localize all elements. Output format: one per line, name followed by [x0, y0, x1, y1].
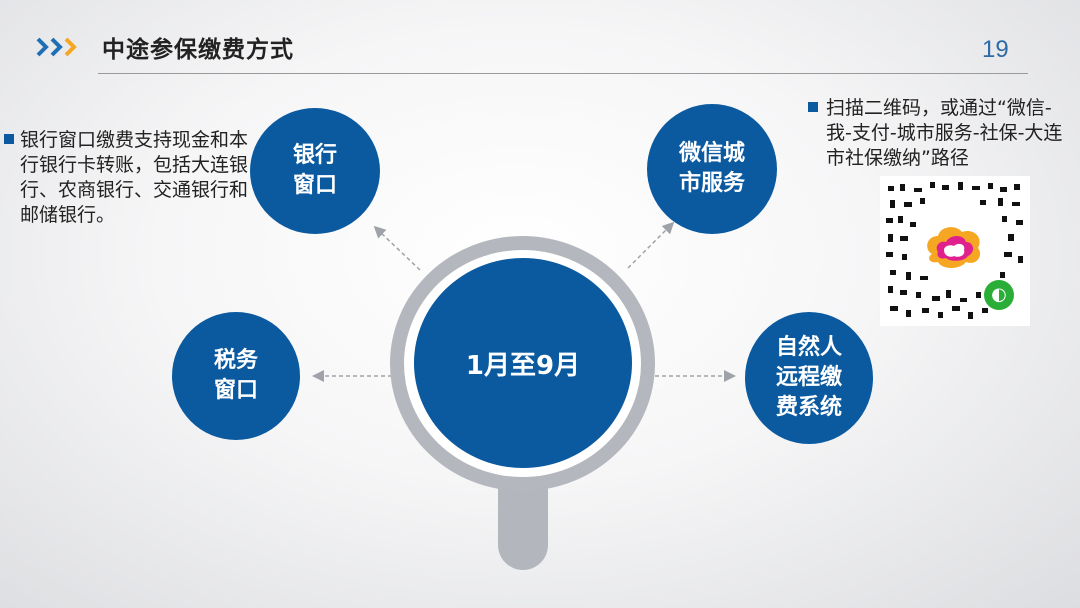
arrow-to-wechat	[627, 221, 675, 269]
page-title: 中途参保缴费方式	[102, 37, 294, 63]
wechat-mini-program-icon: ◐	[984, 280, 1014, 310]
wechat-note: 扫描二维码，或通过“微信-我-支付-城市服务-社保-大连市社保缴纳”路径	[826, 97, 1063, 169]
header-divider	[98, 73, 1028, 74]
bullet-square	[808, 102, 818, 112]
bank-window-circle: 银行 窗口	[250, 108, 380, 234]
remote-payment-system-circle: 自然人 远程缴 费系统	[745, 312, 873, 444]
wechat-city-service-circle: 微信城 市服务	[647, 104, 777, 234]
tax-window-circle: 税务 窗口	[172, 312, 300, 440]
qr-code-icon	[886, 182, 1023, 319]
bank-note: 银行窗口缴费支持现金和本行银行卡转账，包括大连银行、农商银行、交通银行和邮储银行…	[20, 129, 249, 226]
arrow-to-bank	[373, 225, 421, 271]
qr-code[interactable]: ◐	[880, 176, 1030, 326]
bullet-square	[4, 134, 14, 144]
page-number: 19	[982, 36, 1009, 63]
period-circle: 1月至9月	[414, 258, 632, 468]
triple-chevron-icon	[36, 37, 77, 57]
